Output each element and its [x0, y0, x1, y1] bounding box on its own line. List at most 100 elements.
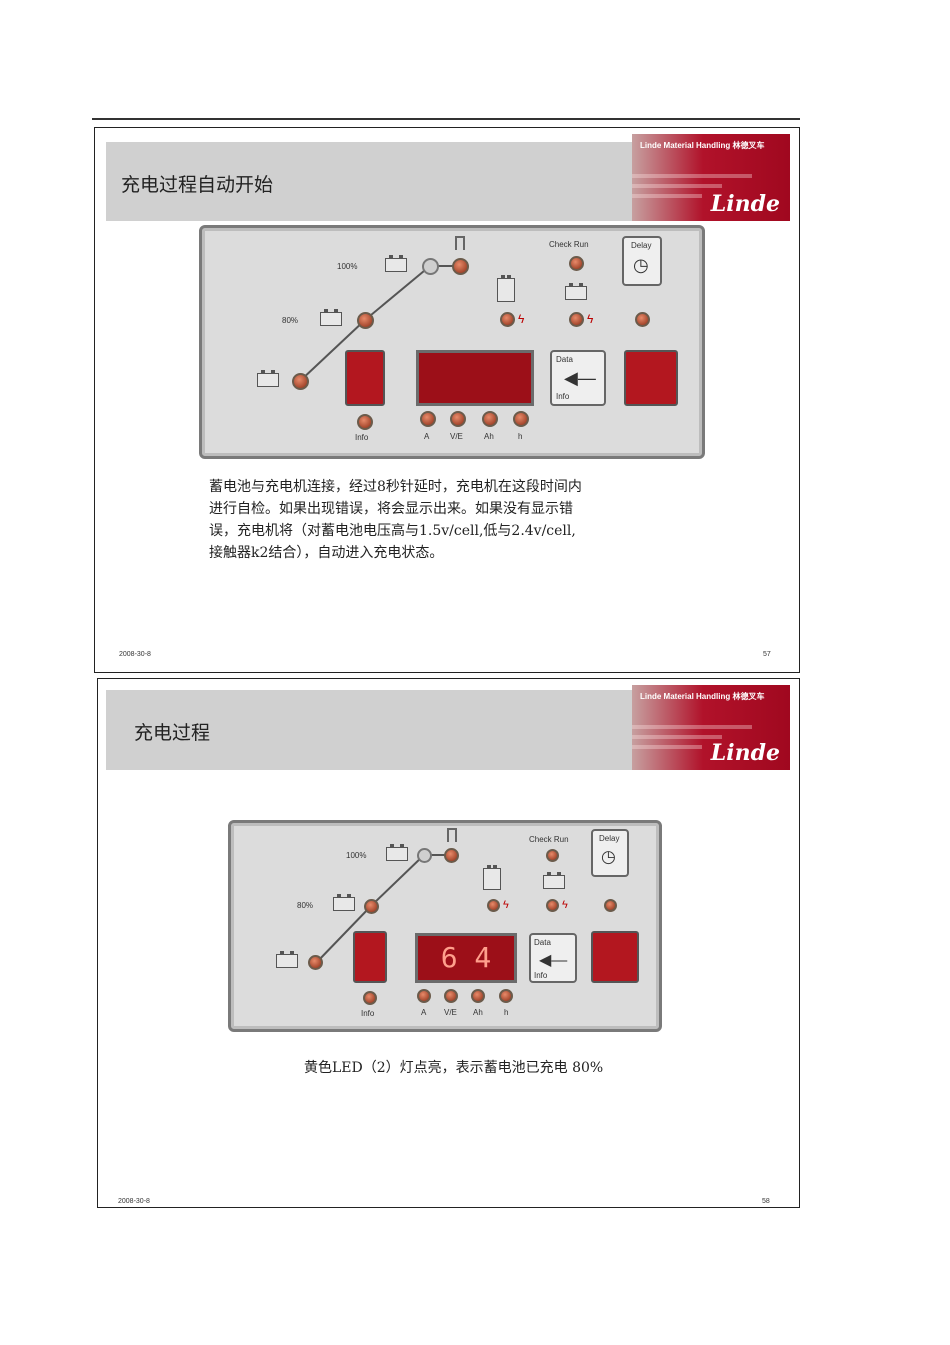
h-label: h	[504, 1008, 509, 1017]
body-line: 黄色LED（2）灯点亮，表示蓄电池已充电 80%	[304, 1060, 604, 1076]
led-ah	[471, 989, 485, 1003]
body-line: 误，充电机将（对蓄电池电压高与1.5v/cell,低与2.4v/cell,	[209, 523, 576, 539]
ve-label: V/E	[444, 1008, 457, 1017]
data-info-button[interactable]: Data ◀— Info	[529, 933, 577, 983]
led-ve	[450, 411, 466, 427]
delay-label: Delay	[599, 834, 620, 843]
battery-100-icon	[385, 255, 407, 272]
arrow-left-icon: ◀—	[539, 952, 568, 969]
logo-wordmark: Linde	[710, 191, 780, 217]
start-stop-button[interactable]	[624, 350, 678, 406]
led-100	[417, 848, 432, 863]
led-start	[292, 373, 309, 390]
h-label: h	[518, 432, 523, 441]
led-fault-charger	[500, 312, 515, 327]
body-line: 进行自检。如果出现错误，将会显示出来。如果没有显示错	[209, 501, 573, 517]
label-80: 80%	[297, 901, 314, 910]
led-ah	[482, 411, 498, 427]
led-check-run	[546, 849, 559, 862]
fault-bolt-icon: ϟ	[562, 899, 568, 911]
ve-label: V/E	[450, 432, 463, 441]
led-start	[308, 955, 323, 970]
a-label: A	[424, 432, 430, 441]
fault-bolt-icon: ϟ	[587, 312, 594, 326]
slide-body: 蓄电池与充电机连接，经过8秒针延时，充电机在这段时间内 进行自检。如果出现错误，…	[209, 476, 689, 564]
footer-date: 2008-30-8	[119, 651, 151, 658]
led-fault-battery	[546, 899, 559, 912]
top-divider	[92, 118, 800, 120]
logo-wordmark: Linde	[710, 740, 780, 766]
linde-logo: Linde Material Handling 林德叉车 Linde	[632, 134, 790, 221]
check-run-label: Check Run	[549, 240, 589, 249]
body-line: 接触器k2结合），自动进入充电状态。	[209, 545, 444, 561]
charger-panel: 100% 80% ϟ Check Run ϟ Delay ◷ 6 4 Data …	[228, 820, 662, 1032]
ah-label: Ah	[473, 1008, 483, 1017]
label-80: 80%	[282, 316, 299, 325]
led-plug	[452, 258, 469, 275]
label-100: 100%	[346, 851, 367, 860]
battery-80-icon	[333, 894, 355, 911]
led-h	[499, 989, 513, 1003]
slide-body: 黄色LED（2）灯点亮，表示蓄电池已充电 80%	[304, 1057, 724, 1079]
led-80	[357, 312, 374, 329]
led-fault-battery	[569, 312, 584, 327]
charger-panel: 100% 80% ϟ Check Run ϟ Delay ◷ Data ◀— I…	[199, 225, 705, 459]
led-100	[422, 258, 439, 275]
delay-button[interactable]: Delay ◷	[591, 829, 629, 877]
ah-label: Ah	[484, 432, 494, 441]
start-stop-button[interactable]	[591, 931, 639, 983]
slide-title: 充电过程自动开始	[121, 174, 274, 196]
battery-80-icon	[320, 309, 342, 326]
battery-empty-icon	[276, 951, 298, 968]
led-check-run	[569, 256, 584, 271]
info-button[interactable]	[345, 350, 385, 406]
slide-57: 充电过程自动开始 Linde Material Handling 林德叉车 Li…	[94, 127, 800, 673]
fault-battery-icon	[543, 872, 565, 889]
logo-caption: Linde Material Handling 林德叉车	[640, 692, 765, 701]
plug-icon	[447, 828, 457, 842]
footer-date: 2008-30-8	[118, 1198, 150, 1205]
led-plug	[444, 848, 459, 863]
slide-title: 充电过程	[134, 722, 211, 744]
fault-battery-icon	[565, 283, 587, 300]
data-label: Data	[556, 355, 573, 364]
slide-header: 充电过程自动开始	[106, 142, 632, 221]
data-label: Data	[534, 938, 551, 947]
fault-charger-icon	[497, 275, 515, 302]
clock-icon: ◷	[633, 255, 649, 275]
delay-button[interactable]: Delay ◷	[622, 236, 662, 286]
led-delay	[635, 312, 650, 327]
a-label: A	[421, 1008, 427, 1017]
info-label: Info	[361, 1009, 375, 1018]
clock-icon: ◷	[601, 847, 616, 866]
footer-page: 58	[762, 1198, 770, 1205]
fault-charger-icon	[483, 865, 501, 890]
main-display	[416, 350, 534, 406]
led-80	[364, 899, 379, 914]
footer-page: 57	[763, 651, 771, 658]
led-ve	[444, 989, 458, 1003]
info-button[interactable]	[353, 931, 387, 983]
check-run-label: Check Run	[529, 835, 569, 844]
logo-caption: Linde Material Handling 林德叉车	[640, 141, 765, 150]
led-fault-charger	[487, 899, 500, 912]
delay-label: Delay	[631, 241, 652, 250]
fault-bolt-icon: ϟ	[518, 312, 525, 326]
fault-bolt-icon: ϟ	[503, 899, 509, 911]
arrow-left-icon: ◀—	[564, 368, 596, 388]
led-info	[363, 991, 377, 1005]
led-a	[420, 411, 436, 427]
battery-100-icon	[386, 844, 408, 861]
data-info-button[interactable]: Data ◀— Info	[550, 350, 606, 406]
linde-logo: Linde Material Handling 林德叉车 Linde	[632, 685, 790, 770]
led-info	[357, 414, 373, 430]
battery-empty-icon	[257, 370, 279, 387]
body-line: 蓄电池与充电机连接，经过8秒针延时，充电机在这段时间内	[209, 479, 582, 495]
label-100: 100%	[337, 262, 358, 271]
slide-58: 充电过程 Linde Material Handling 林德叉车 Linde …	[97, 678, 800, 1208]
main-display: 6 4	[415, 933, 517, 983]
info-small-label: Info	[534, 971, 548, 980]
plug-icon	[455, 236, 465, 250]
led-delay	[604, 899, 617, 912]
slide-header: 充电过程	[106, 690, 632, 770]
